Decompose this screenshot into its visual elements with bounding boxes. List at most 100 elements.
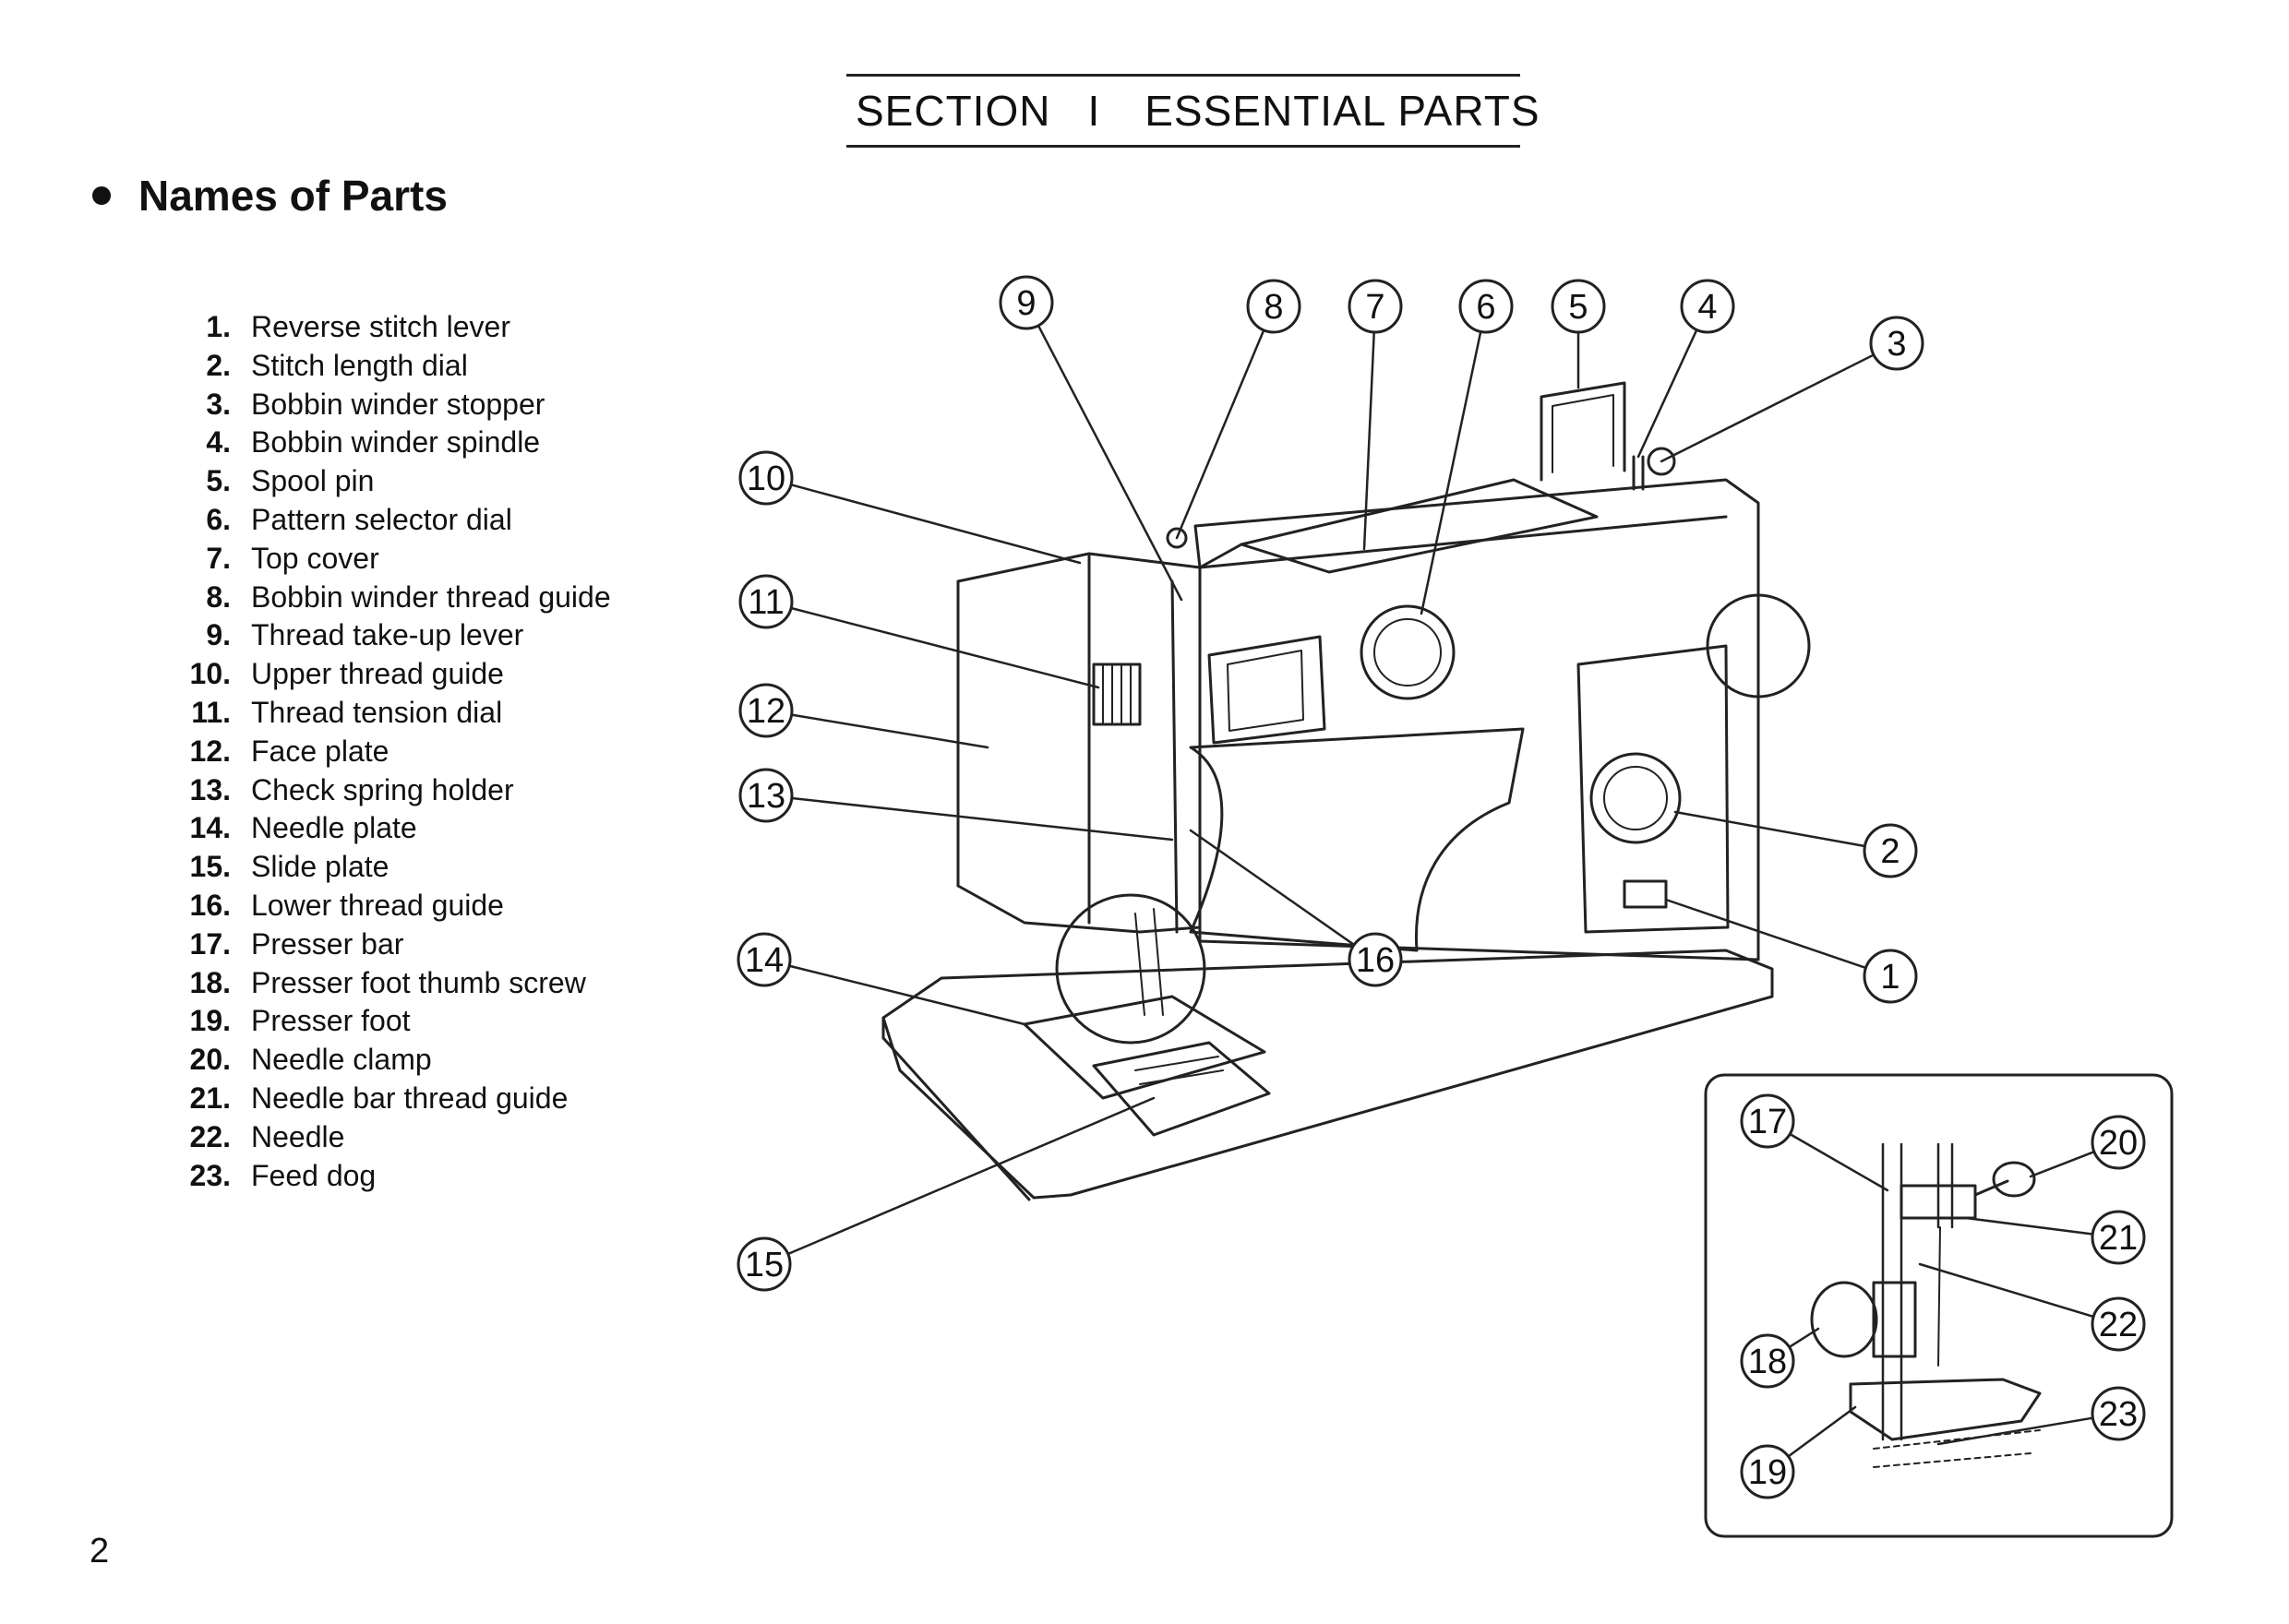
callout-number: 3: [1887, 325, 1906, 364]
part-number: 6.: [206, 502, 231, 536]
part-name: Bobbin winder thread guide: [251, 579, 611, 614]
callout-21: 21: [2091, 1210, 2146, 1265]
callout-number: 14: [745, 941, 784, 980]
part-name: Bobbin winder stopper: [251, 387, 545, 421]
callout-number: 17: [1748, 1103, 1787, 1141]
part-item: 10.Upper thread guide: [148, 655, 611, 694]
part-number: 17.: [189, 926, 231, 961]
leader-line: [1964, 1216, 2094, 1236]
callout-11: 11: [738, 574, 794, 629]
arm-top: [1198, 515, 1728, 569]
part-name: Reverse stitch lever: [251, 310, 510, 343]
leader-line: [790, 713, 989, 749]
callout-circle: [1348, 932, 1403, 987]
part-number: 1.: [206, 310, 231, 343]
part-number: 19.: [189, 1004, 231, 1038]
bobbin-winder-stopper: [1647, 447, 1676, 476]
callout-circle: [1740, 1444, 1795, 1499]
part-name: Thread tension dial: [251, 695, 503, 729]
callout-circle: [2091, 1115, 2146, 1170]
part-item: 1. Reverse stitch lever: [148, 308, 611, 347]
callout-number: 2: [1880, 832, 1900, 871]
part-name: Stitch length dial: [251, 348, 468, 382]
part-item: 13. Check spring holder: [148, 771, 611, 810]
part-name: Needle bar thread guide: [251, 1081, 569, 1115]
leader-line: [1420, 330, 1482, 615]
callout-number: 12: [747, 692, 785, 731]
heading-text: Names of Parts: [138, 172, 448, 220]
spool-pin: [1540, 381, 1626, 482]
part-item: 3.Bobbin winder stopper: [148, 386, 611, 424]
callout-19: 19: [1740, 1444, 1795, 1499]
machine-illustration: [881, 381, 1811, 1201]
callout-number: 6: [1476, 288, 1495, 327]
part-number: 16.: [189, 888, 231, 922]
callout-circle: [1458, 279, 1514, 334]
leader-lines: [786, 324, 2096, 1458]
callout-number: 8: [1264, 288, 1283, 327]
part-item: 12. Face plate: [148, 733, 611, 771]
part-item: 7.Top cover: [148, 540, 611, 579]
part-number: 8.: [206, 579, 231, 614]
callout-circle: [1740, 1333, 1795, 1389]
callout-circle: [738, 683, 794, 738]
part-item: 20.Needle clamp: [148, 1041, 611, 1080]
handwheel-edge: [1706, 593, 1811, 699]
callout-circle: [1551, 279, 1606, 334]
part-item: 2.Stitch length dial: [148, 347, 611, 386]
part-number: 13.: [189, 772, 231, 806]
page-number: 2: [90, 1532, 110, 1570]
bobbin-spindle: [1632, 455, 1645, 491]
callout-18: 18: [1740, 1333, 1795, 1389]
part-name: Thread take-up lever: [251, 618, 524, 652]
callout-number: 9: [1016, 284, 1036, 323]
callout-number: 22: [2099, 1306, 2138, 1344]
stitch-length-dial: [1589, 752, 1682, 844]
top-cover: [1240, 478, 1599, 574]
part-item: 6. Pattern selector dial: [148, 501, 611, 540]
callout-number: 13: [747, 777, 785, 816]
part-number: 12.: [189, 734, 231, 768]
part-item: 18.Presser foot thumb screw: [148, 964, 611, 1003]
callout-6: 6: [1458, 279, 1514, 334]
part-item: 17.Presser bar: [148, 925, 611, 964]
part-number: 22.: [189, 1119, 231, 1153]
part-name: Face plate: [251, 734, 389, 768]
part-name: Spool pin: [251, 464, 375, 498]
callout-number: 10: [747, 460, 785, 498]
callout-circle: [738, 768, 794, 823]
leader-line: [1636, 328, 1698, 459]
callout-number: 1: [1880, 958, 1900, 997]
part-item: 5.Spool pin: [148, 462, 611, 501]
leader-line: [1787, 1405, 1857, 1458]
head-front: [956, 552, 1202, 934]
part-item: 16. Lower thread guide: [148, 887, 611, 925]
part-name: Needle clamp: [251, 1043, 432, 1077]
part-name: Pattern selector dial: [251, 502, 512, 536]
part-number: 18.: [189, 965, 231, 999]
callout-20: 20: [2091, 1115, 2146, 1170]
leader-line: [1664, 898, 1867, 970]
part-item: 15.Slide plate: [148, 848, 611, 887]
leader-line: [1362, 330, 1375, 551]
part-name: Upper thread guide: [251, 657, 504, 691]
leader-line: [1789, 1132, 1889, 1192]
leader-line: [1936, 1416, 2094, 1446]
part-name: Lower thread guide: [251, 888, 504, 922]
callout-16: 16: [1348, 932, 1403, 987]
callout-circle: [737, 932, 792, 987]
leader-line: [790, 796, 1174, 842]
part-item: 9.Thread take-up lever: [148, 616, 611, 655]
part-item: 21.Needle bar thread guide: [148, 1080, 611, 1118]
leader-line: [2029, 1150, 2096, 1178]
callout-circle: [738, 450, 794, 506]
part-name: Check spring holder: [251, 772, 514, 806]
callout-7: 7: [1348, 279, 1403, 334]
callout-17: 17: [1740, 1093, 1795, 1149]
callout-circle: [1246, 279, 1301, 334]
part-number: 23.: [189, 1158, 231, 1192]
leader-line: [786, 1096, 1156, 1256]
take-up-lever-slot: [1170, 579, 1179, 934]
callout-22: 22: [2091, 1296, 2146, 1352]
part-item: 23.Feed dog: [148, 1157, 611, 1196]
